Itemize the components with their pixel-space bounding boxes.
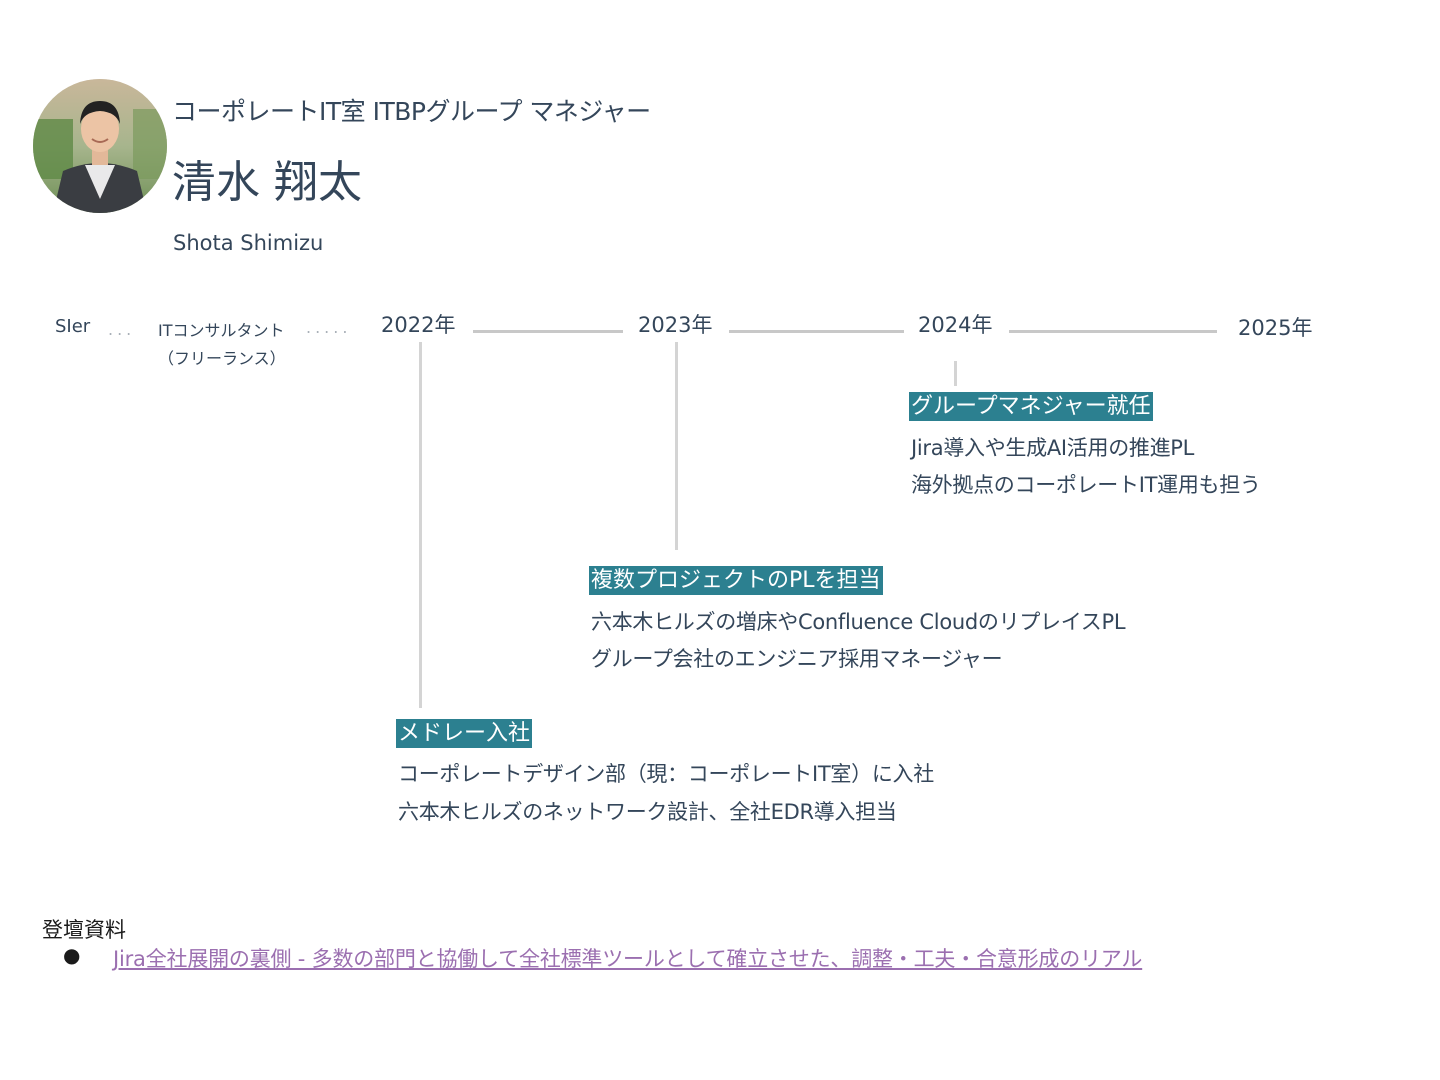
person-name-romaji: Shota Shimizu [173,231,324,255]
career-consultant-label: ITコンサルタント [158,321,285,340]
timeline-dots-long: ..... [306,318,352,337]
event-2023-line-2: グループ会社のエンジニア採用マネージャー [591,647,1003,671]
references-heading: 登壇資料 [42,918,126,942]
year-2022: 2022年 [381,313,456,337]
job-title: コーポレートIT室 ITBPグループ マネジャー [172,97,651,126]
year-2024: 2024年 [918,313,993,337]
career-consultant-sublabel: （フリーランス） [158,349,286,368]
avatar [33,79,167,213]
person-name: 清水 翔太 [172,157,362,208]
event-2024-line-1: Jira導入や生成AI活用の推進PL [911,436,1195,460]
connector-2023 [675,342,678,550]
year-2025: 2025年 [1238,316,1313,340]
timeline-segment-2022-2023 [473,330,623,333]
connector-2024 [954,361,957,386]
event-2023-title: 複数プロジェクトのPLを担当 [589,566,883,595]
event-2023-line-1: 六本木ヒルズの増床やConfluence CloudのリプレイスPL [591,610,1126,634]
year-2023: 2023年 [638,313,713,337]
reference-link-jira[interactable]: Jira全社展開の裏側 - 多数の部門と協働して全社標準ツールとして確立させた、… [113,947,1143,971]
event-2022-line-1: コーポレートデザイン部（現：コーポレートIT室）に入社 [398,762,934,786]
event-2022-title: メドレー入社 [396,719,533,748]
timeline-segment-2024-2025 [1009,330,1217,333]
timeline-dots-short: ... [108,320,136,339]
career-sier-label: SIer [55,316,91,337]
event-2022-line-2: 六本木ヒルズのネットワーク設計、全社EDR導入担当 [398,800,897,824]
bullet-icon: ● [63,943,81,967]
event-2024-title: グループマネジャー就任 [909,392,1153,421]
person-photo-icon [33,79,167,213]
timeline-segment-2023-2024 [729,330,904,333]
event-2024-line-2: 海外拠点のコーポレートIT運用も担う [911,473,1261,497]
connector-2022 [419,342,422,708]
